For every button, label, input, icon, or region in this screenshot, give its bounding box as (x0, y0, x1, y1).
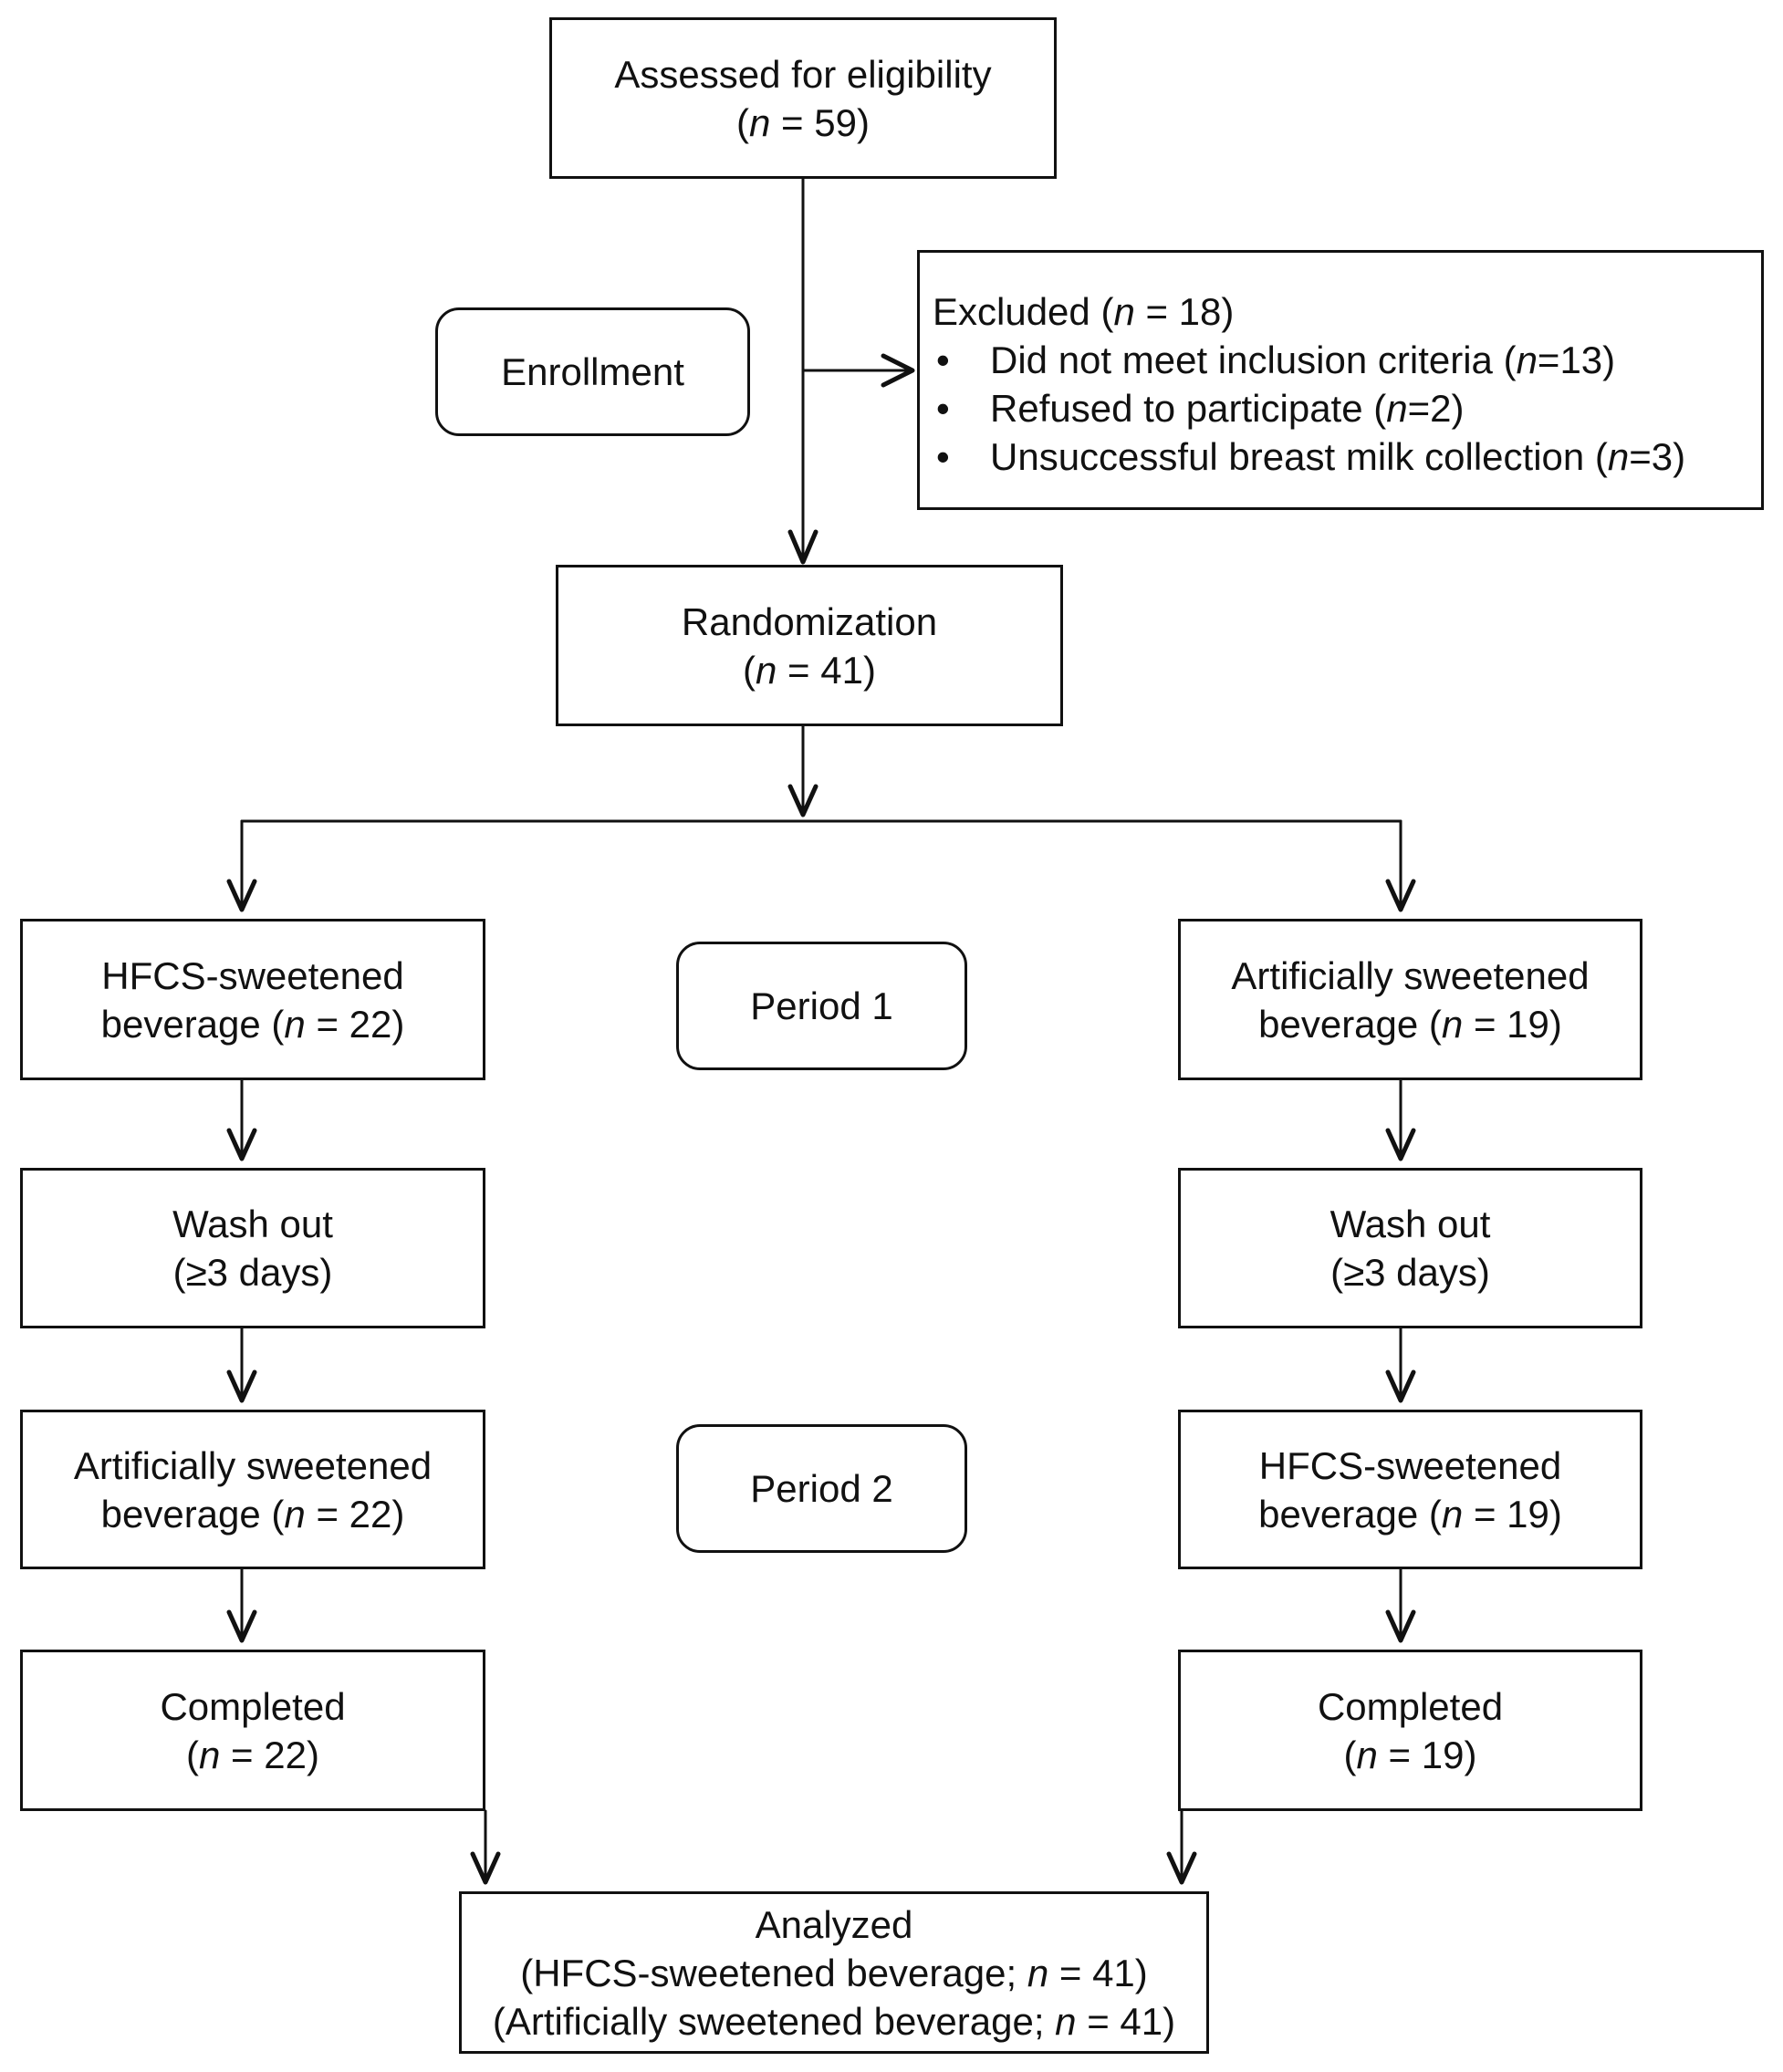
period-1-label: Period 1 (750, 984, 893, 1027)
arrowhead-excluded (881, 353, 915, 388)
left-period1-box: HFCS-sweetened beverage (n = 22) (20, 919, 485, 1080)
arrowhead-randomization (787, 529, 819, 565)
enrollment-label: Enrollment (501, 350, 684, 393)
randomization-count: (n = 41) (743, 648, 876, 692)
right-period1-box: Artificially sweetened beverage (n = 19) (1178, 919, 1642, 1080)
excluded-reason: •Did not meet inclusion criteria (n = 13… (936, 338, 1616, 381)
arrowhead-right-washout (1385, 1128, 1416, 1161)
analyzed-line: (Artificially sweetened beverage; n = 41… (492, 1999, 1176, 2043)
randomization-label: Randomization (681, 599, 938, 643)
assessed-label: Assessed for eligibility (614, 52, 992, 96)
analyzed-box: Analyzed (HFCS-sweetened beverage; n = 4… (459, 1891, 1209, 2054)
arrowhead-left-period1 (226, 879, 257, 912)
analyzed-label: Analyzed (755, 1902, 913, 1946)
arrowhead-split (787, 784, 819, 817)
excluded-heading: Excluded (n = 18) (933, 290, 1235, 333)
excluded-reason: •Unsuccessful breast milk collection (n … (936, 435, 1686, 478)
right-completed-box: Completed (n = 19) (1178, 1650, 1642, 1811)
analyzed-line: (HFCS-sweetened beverage; n = 41) (520, 1951, 1148, 1994)
arrowhead-left-washout (226, 1128, 257, 1161)
arrowhead-right-period1 (1385, 879, 1416, 912)
excluded-box: Excluded (n = 18) •Did not meet inclusio… (917, 250, 1764, 510)
arrowhead-left-period2 (226, 1369, 257, 1403)
arrowhead-right-period2 (1385, 1369, 1416, 1403)
arrowhead-right-analyzed (1166, 1851, 1197, 1885)
arrowhead-right-completed (1385, 1609, 1416, 1643)
period-1-label-box: Period 1 (676, 942, 967, 1070)
randomization-box: Randomization (n = 41) (556, 565, 1063, 726)
n-symbol: n (749, 100, 771, 144)
excluded-reason: •Refused to participate (n = 2) (936, 387, 1465, 430)
assessed-count: (n = 59) (736, 100, 870, 144)
left-period2-box: Artificially sweetened beverage (n = 22) (20, 1410, 485, 1569)
arrowhead-left-completed (226, 1609, 257, 1643)
right-period2-box: HFCS-sweetened beverage (n = 19) (1178, 1410, 1642, 1569)
period-2-label-box: Period 2 (676, 1424, 967, 1553)
period-2-label: Period 2 (750, 1467, 893, 1510)
right-washout-box: Wash out (≥3 days) (1178, 1168, 1642, 1328)
arrowhead-left-analyzed (470, 1851, 501, 1885)
left-completed-box: Completed (n = 22) (20, 1650, 485, 1811)
left-washout-box: Wash out (≥3 days) (20, 1168, 485, 1328)
assessed-box: Assessed for eligibility (n = 59) (549, 17, 1057, 179)
enrollment-label-box: Enrollment (435, 307, 750, 436)
